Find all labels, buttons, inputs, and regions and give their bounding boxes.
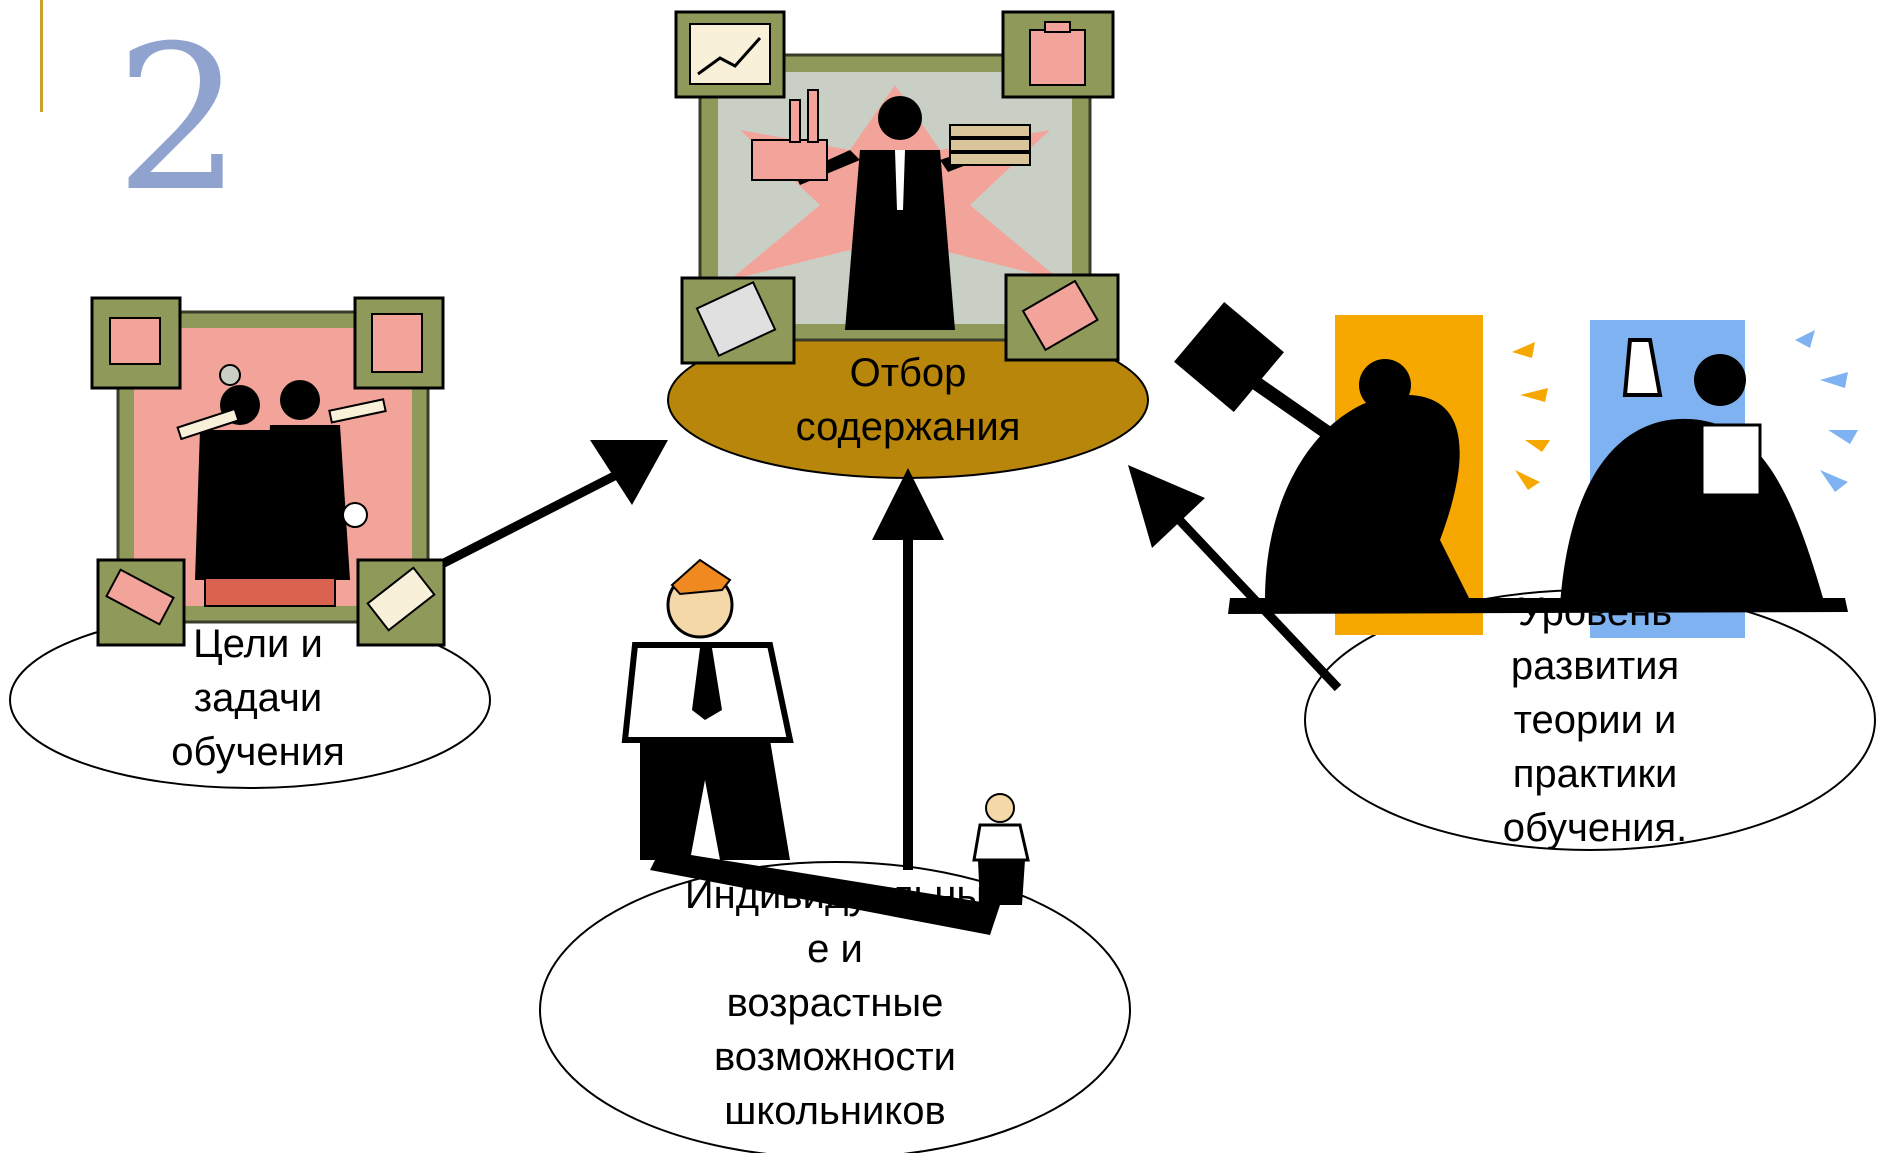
big-man-and-small-man-shadow-icon bbox=[621, 558, 1030, 935]
bottom-node-line-5: школьников bbox=[724, 1089, 946, 1133]
bottom-node-line-3: возрастные bbox=[726, 981, 944, 1025]
bottom-node-ellipse bbox=[539, 861, 1131, 1153]
slide-number: 2 bbox=[115, 3, 243, 236]
right-node-line-1: Уровень bbox=[1517, 590, 1673, 634]
arrow-left-to-center bbox=[437, 440, 668, 570]
center-node-line-2: содержания bbox=[795, 405, 1021, 449]
accent-line bbox=[40, 0, 43, 112]
two-men-with-telescopes-icon bbox=[90, 296, 446, 647]
center-node-line-1: Отбор bbox=[849, 351, 967, 395]
right-node-line-3: теории и bbox=[1513, 698, 1677, 742]
right-node-line-5: обучения. bbox=[1502, 806, 1688, 850]
left-node-line-1: Цели и bbox=[193, 622, 323, 666]
right-node-label: Уровень развития теории и практики обуче… bbox=[1435, 585, 1755, 855]
hammer-and-scientist-silhouettes-icon bbox=[1174, 302, 1858, 638]
bottom-node-line-4: возможности bbox=[714, 1035, 956, 1079]
bottom-node-line-1: Индивидуальны bbox=[684, 873, 986, 917]
bottom-node-label: Индивидуальны е и возрастные возможности… bbox=[625, 868, 1045, 1138]
right-node-line-4: практики bbox=[1512, 752, 1678, 796]
right-node-line-2: развития bbox=[1510, 644, 1680, 688]
left-node-line-2: задачи bbox=[193, 676, 323, 720]
left-node-label: Цели и задачи обучения bbox=[108, 617, 408, 779]
bottom-node-line-2: е и bbox=[807, 927, 863, 971]
left-node-line-3: обучения bbox=[171, 730, 345, 774]
businessman-juggling-factory-and-money-icon bbox=[674, 10, 1120, 365]
center-node-label: Отбор содержания bbox=[758, 346, 1058, 454]
arrow-bottom-to-center bbox=[872, 468, 944, 870]
